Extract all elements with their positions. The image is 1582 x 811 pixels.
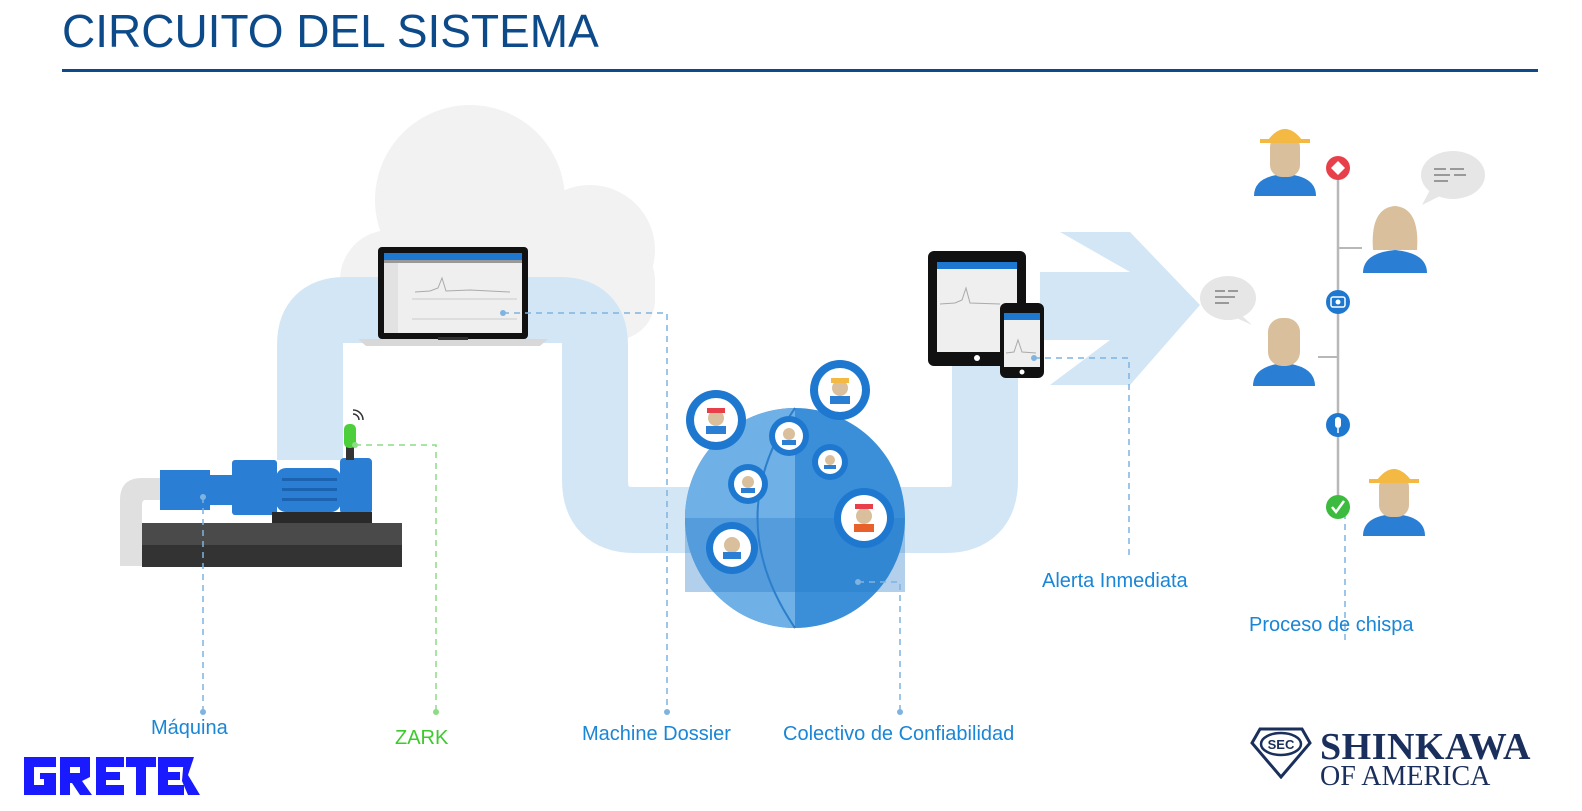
label-machine: Máquina [151,717,228,739]
sec-badge-icon: SEC [1250,727,1312,779]
check-icon [1326,495,1350,519]
person-avatar [1253,318,1315,386]
worker-pin [706,522,758,574]
spark-process-timeline [1318,156,1362,519]
label-reliability-collective: Colectivo de Confiabilidad [783,723,1015,745]
wireless-sensor-icon [344,409,364,448]
shinkawa-subtitle: OF AMERICA [1320,761,1491,792]
microphone-icon [1326,413,1350,437]
worker-pin [812,444,848,480]
alert-icon [1326,156,1350,180]
person-avatar [1363,206,1427,273]
phone-icon [1000,303,1044,378]
label-machine-dossier: Machine Dossier [582,723,731,745]
data-flow-pipe [277,277,1018,553]
worker-pin [728,464,768,504]
worker-avatar [1254,129,1316,196]
label-spark-process: Proceso de chispa [1249,614,1414,636]
label-immediate-alert: Alerta Inmediata [1042,570,1188,592]
worker-pin [834,488,894,548]
laptop-icon [358,247,548,346]
worker-pins [686,360,894,574]
camera-icon [1326,290,1350,314]
right-arrow-icon [1040,232,1200,385]
title-underline [62,69,1538,72]
label-zark: ZARK [395,727,449,749]
shinkawa-name: SHINKAWA [1320,726,1531,768]
page-title: CIRCUITO DEL SISTEMA [62,5,599,57]
shinkawa-logo: SEC SHINKAWA OF AMERICA [1250,725,1550,795]
connector-dots [200,310,1037,715]
worker-pin [810,360,870,420]
worker-pin [686,390,746,450]
pump-machine-icon [120,446,402,567]
speech-bubble-icon [1421,151,1485,205]
gretek-logo [24,757,200,795]
sec-badge-text: SEC [1268,737,1295,752]
connector-lines [202,312,1346,712]
worker-pin [769,416,809,456]
speech-bubble-icon [1200,276,1256,325]
worker-avatar [1363,469,1425,536]
